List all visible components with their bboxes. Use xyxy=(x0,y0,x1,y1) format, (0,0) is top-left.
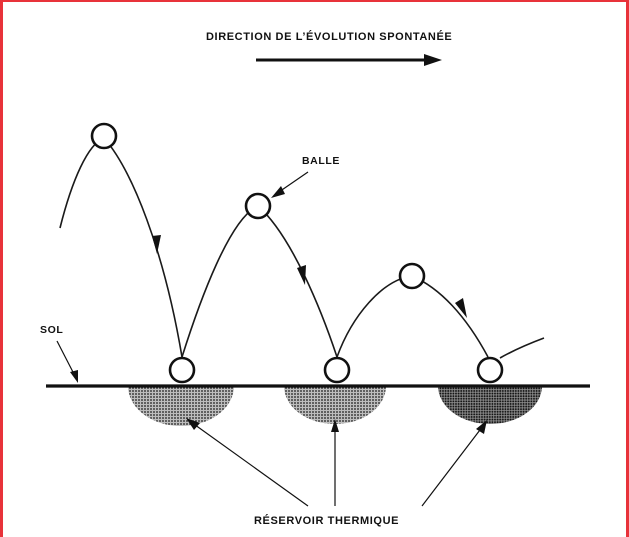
ball-label-pointer xyxy=(271,171,309,198)
ground-label-pointer xyxy=(56,340,78,383)
heat-reservoir-2 xyxy=(284,386,386,424)
ball-trajectory xyxy=(59,137,545,359)
ball-peak-1 xyxy=(90,122,118,150)
ball-label: BALLE xyxy=(302,155,340,167)
reservoir-pointers xyxy=(186,418,487,507)
balls xyxy=(90,122,504,384)
trajectory-arrow-3 xyxy=(455,298,467,318)
trajectory-arrow-2 xyxy=(297,265,306,285)
heat-reservoir-3 xyxy=(438,386,542,424)
reservoir-pointer-3 xyxy=(421,425,484,507)
ground-label: SOL xyxy=(40,324,63,336)
ball-ground-3 xyxy=(476,356,504,384)
reservoir-pointer-1 xyxy=(190,421,309,507)
trajectory-arrow-1 xyxy=(152,235,161,254)
ball-ground-1 xyxy=(168,356,196,384)
ball-peak-2 xyxy=(244,192,272,220)
trajectory-arrows xyxy=(152,235,467,318)
heat-reservoirs xyxy=(128,386,542,426)
direction-arrow xyxy=(256,54,442,66)
heat-reservoir-1 xyxy=(128,386,234,426)
diagram-title: DIRECTION DE L’ÉVOLUTION SPONTANÉE xyxy=(206,30,452,43)
ball-peak-3 xyxy=(398,262,426,290)
reservoir-label: RÉSERVOIR THERMIQUE xyxy=(254,514,399,527)
ball-ground-2 xyxy=(323,356,351,384)
